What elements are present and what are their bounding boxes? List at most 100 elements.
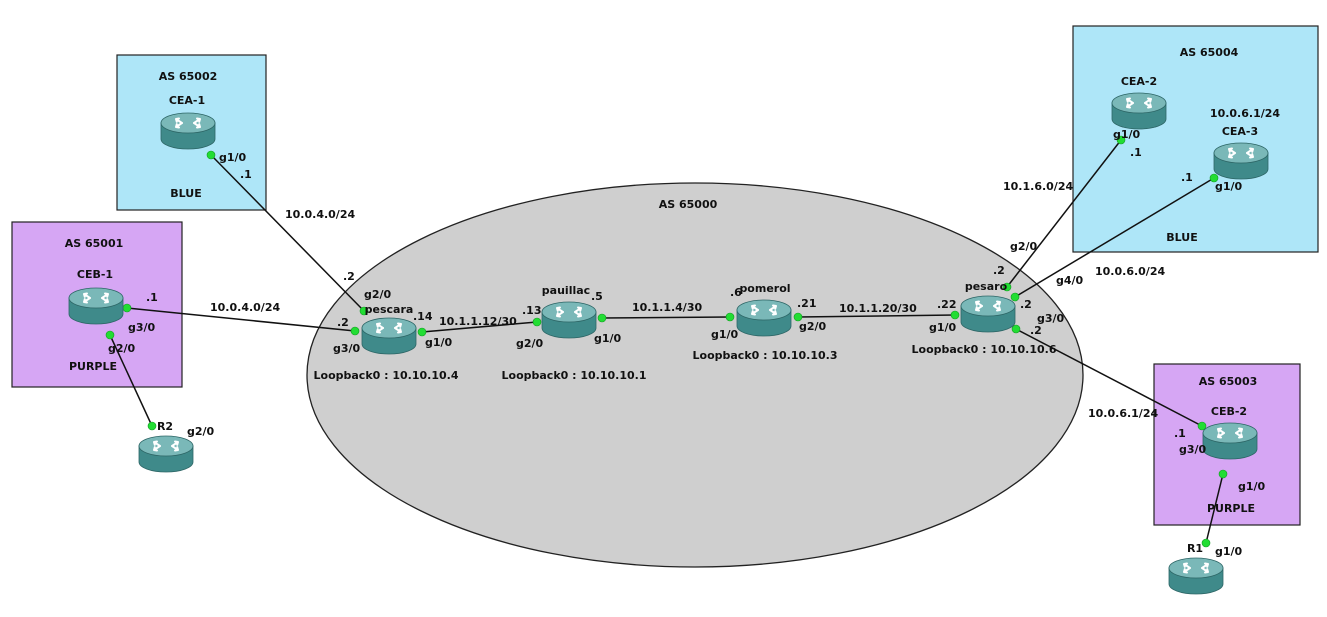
router-icon[interactable] — [361, 317, 417, 355]
port-dot-pescara-g3[interactable] — [350, 326, 360, 336]
router-pesaro[interactable]: pesaro Loopback0 : 10.10.10.6 — [912, 280, 1057, 356]
router-icon[interactable] — [138, 435, 194, 473]
as-label: AS 65001 — [65, 237, 124, 250]
ip-label: .1 — [146, 291, 158, 304]
router-pauillac[interactable]: pauillac Loopback0 : 10.10.10.1 — [502, 284, 647, 382]
as-65003-box: AS 65003 PURPLE — [1153, 363, 1301, 526]
router-icon[interactable] — [1111, 92, 1167, 130]
port-dot-ceb1-g2[interactable] — [105, 330, 115, 340]
router-icon[interactable] — [960, 295, 1016, 333]
interface-label: g2/0 — [799, 320, 827, 333]
link-pesaro-cea2[interactable] — [1006, 139, 1122, 288]
loopback-label: Loopback0 : 10.10.10.1 — [502, 369, 647, 382]
router-name: CEB-2 — [1211, 405, 1247, 418]
ip-label: .21 — [797, 297, 817, 310]
loopback-label: Loopback0 : 10.10.10.6 — [912, 343, 1057, 356]
as-65000-area — [306, 182, 1084, 568]
as-65004-box: AS 65004 BLUE — [1072, 25, 1319, 253]
ip-label: .2 — [1030, 324, 1042, 337]
port-dots — [105, 135, 1228, 548]
interface-label: g1/0 — [1113, 128, 1141, 141]
subnet-label: 10.1.1.4/30 — [632, 301, 702, 314]
interface-label: g2/0 — [516, 337, 544, 350]
ip-label: .2 — [337, 316, 349, 329]
router-r2[interactable]: R2 — [138, 420, 194, 473]
port-dot-pesaro-g2[interactable] — [1002, 282, 1012, 292]
port-dot-ceb2-g3[interactable] — [1197, 421, 1207, 431]
port-dot-pescara-g1[interactable] — [417, 327, 427, 337]
ip-label: .13 — [522, 304, 542, 317]
interface-label: g1/0 — [594, 332, 622, 345]
router-cea1[interactable]: CEA-1 — [160, 94, 216, 150]
ip-label: .2 — [1020, 298, 1032, 311]
router-icon[interactable] — [1202, 422, 1258, 460]
link-pesaro-cea3[interactable] — [1014, 177, 1215, 298]
link-pauillac-pomerol[interactable] — [601, 316, 731, 319]
router-icon[interactable] — [1168, 557, 1224, 595]
router-icon[interactable] — [68, 287, 124, 325]
port-dot-cea3-g1[interactable] — [1209, 173, 1219, 183]
interface-labels: g1/0 .1 .2 g2/0 .2 g3/0 .14 g1/0 .1 g3/0… — [108, 128, 1266, 558]
port-dot-pesaro-g3[interactable] — [1011, 324, 1021, 334]
router-name: R2 — [157, 420, 173, 433]
link-ceb1-r2[interactable] — [109, 334, 153, 427]
site-label-purple: PURPLE — [69, 360, 117, 373]
router-icon[interactable] — [160, 112, 216, 150]
subnet-label: 10.0.6.1/24 — [1088, 407, 1158, 420]
as-label: AS 65003 — [1199, 375, 1258, 388]
router-icon[interactable] — [541, 301, 597, 339]
interface-label: g2/0 — [364, 288, 392, 301]
port-dot-r1-g1[interactable] — [1201, 538, 1211, 548]
port-dot-pauillac-g1[interactable] — [597, 313, 607, 323]
router-cea3[interactable]: 10.0.6.1/24 CEA-3 — [1210, 107, 1280, 180]
port-dot-cea2-g1[interactable] — [1116, 135, 1126, 145]
router-cea2[interactable]: CEA-2 — [1111, 75, 1167, 130]
as-label: AS 65002 — [159, 70, 218, 83]
ip-label: .2 — [343, 270, 355, 283]
router-pomerol[interactable]: pomerol Loopback0 : 10.10.10.3 — [693, 282, 838, 362]
as-65000-label: AS 65000 — [659, 198, 718, 211]
router-ceb2[interactable]: CEB-2 — [1202, 405, 1258, 460]
router-icon[interactable] — [1213, 142, 1269, 180]
interface-label: g3/0 — [128, 321, 156, 334]
subnet-label: 10.0.4.0/24 — [210, 301, 280, 314]
interface-label: g1/0 — [1238, 480, 1266, 493]
loopback-label: Loopback0 : 10.10.10.3 — [693, 349, 838, 362]
router-name: pomerol — [739, 282, 790, 295]
router-pescara[interactable]: pescara Loopback0 : 10.10.10.4 — [314, 303, 459, 382]
router-name: pesaro — [965, 280, 1008, 293]
site-label-blue: BLUE — [1166, 231, 1197, 244]
interface-label: g2/0 — [108, 342, 136, 355]
router-name: pescara — [365, 303, 414, 316]
port-dot-pescara-g2[interactable] — [359, 306, 369, 316]
port-dot-ceb1-g3[interactable] — [122, 303, 132, 313]
port-dot-cea1-g1[interactable] — [206, 150, 216, 160]
link-cea1-pescara[interactable] — [210, 154, 365, 312]
router-ceb1[interactable]: CEB-1 — [68, 268, 124, 325]
port-dot-pomerol-g2[interactable] — [793, 312, 803, 322]
port-dot-pesaro-g1[interactable] — [950, 310, 960, 320]
port-dot-ceb2-g1[interactable] — [1218, 469, 1228, 479]
ip-label: .22 — [937, 298, 957, 311]
router-r1[interactable]: R1 — [1168, 542, 1224, 595]
port-dot-pauillac-g2[interactable] — [532, 317, 542, 327]
port-dot-r2-g2[interactable] — [147, 421, 157, 431]
ip-label: .1 — [240, 168, 252, 181]
interface-label: g1/0 — [1215, 180, 1243, 193]
router-name: CEA-3 — [1222, 125, 1258, 138]
link-ceb1-pescara[interactable] — [126, 307, 356, 332]
ip-label: .6 — [730, 286, 742, 299]
interface-label: g1/0 — [929, 321, 957, 334]
link-pesaro-ceb2[interactable] — [1015, 328, 1203, 427]
router-name: pauillac — [542, 284, 590, 297]
link-ceb2-r1[interactable] — [1205, 473, 1224, 544]
port-dot-pomerol-g1[interactable] — [725, 312, 735, 322]
link-pomerol-pesaro[interactable] — [797, 314, 956, 318]
interface-label: g1/0 — [711, 328, 739, 341]
router-icon[interactable] — [736, 299, 792, 337]
cea3-address-label: 10.0.6.1/24 — [1210, 107, 1280, 120]
as-label: AS 65004 — [1180, 46, 1239, 59]
link-pescara-pauillac[interactable] — [421, 321, 538, 333]
port-dot-pesaro-g4[interactable] — [1010, 292, 1020, 302]
subnet-label: 10.0.6.0/24 — [1095, 265, 1165, 278]
